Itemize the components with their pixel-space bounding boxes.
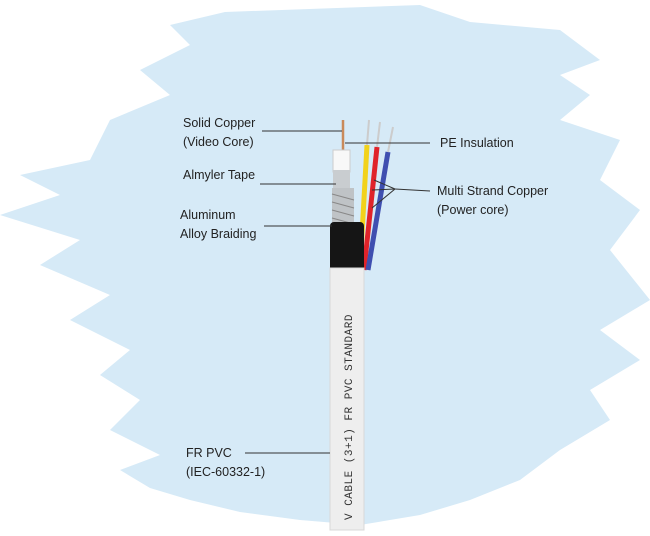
outer-jacket — [329, 267, 365, 531]
dielectric — [332, 149, 351, 173]
label-pe-insulation: PE Insulation — [440, 136, 514, 150]
leader-lines — [245, 130, 431, 454]
label-solid-copper: Solid Copper(Video Core) — [183, 116, 256, 149]
cable-print: V CABLE (3+1) FR PVC STANDARD — [344, 314, 356, 520]
background-splash — [0, 5, 650, 525]
almyler-tape — [333, 170, 350, 190]
red-wire — [361, 146, 380, 271]
label-fr-pvc: FR PVC(IEC-60332-1) — [186, 446, 266, 479]
label-multi-strand: Multi Strand Copper(Power core) — [437, 184, 549, 217]
black-jacket — [330, 222, 364, 272]
label-almyler-tape: Almyler Tape — [183, 168, 256, 182]
blue-wire — [365, 151, 391, 271]
